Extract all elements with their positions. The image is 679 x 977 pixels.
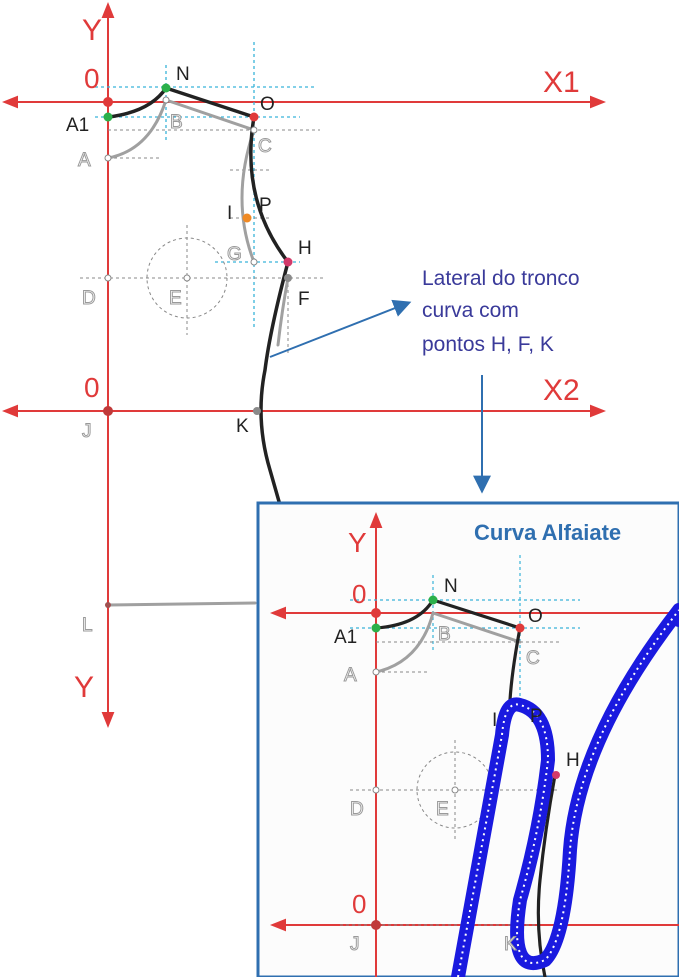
point-label-a1: A1	[66, 115, 89, 136]
inset-panel: Curva Alfaiate Y 0 0 N O A1 B A C I P H …	[256, 501, 679, 977]
callout-line-2: curva com	[422, 299, 519, 322]
callout-line-3: pontos H, F, K	[422, 333, 554, 356]
callout-line-1: Lateral do tronco	[422, 267, 580, 290]
tailor-curve-ruler	[451, 603, 679, 977]
inset-point-label-a: A	[344, 665, 357, 686]
inset-point-label-b: B	[438, 624, 451, 645]
point-markers	[103, 83, 293, 608]
x2-axis-label: X2	[543, 374, 580, 407]
point-label-b: B	[170, 112, 183, 133]
inset-point-label-d: D	[350, 799, 364, 820]
point-label-j: J	[82, 421, 92, 442]
inset-title: Curva Alfaiate	[474, 520, 621, 545]
inset-point-label-a1: A1	[334, 627, 357, 648]
point-label-p: P	[259, 195, 272, 216]
inset-point-label-n: N	[444, 576, 458, 597]
grey-guides	[80, 129, 325, 355]
inset-point-label-c: C	[526, 648, 540, 669]
inset-origin-1-label: 0	[352, 579, 366, 609]
pattern-curve	[106, 86, 290, 507]
inset-point-label-j: J	[350, 934, 360, 955]
point-label-l: L	[82, 615, 93, 636]
inset-point-label-i: I	[492, 710, 497, 731]
point-label-n: N	[176, 64, 190, 85]
inset-origin-2-label: 0	[352, 889, 366, 919]
y-axis-top-label: Y	[82, 14, 102, 47]
point-label-i: I	[227, 203, 232, 224]
point-label-e: E	[169, 288, 182, 309]
inset-y-axis-label: Y	[348, 527, 367, 558]
callout-arrow-to-curve	[269, 299, 412, 358]
inset-point-label-e: E	[436, 799, 449, 820]
inset-point-label-h: H	[566, 750, 580, 771]
origin-2-label: 0	[84, 372, 100, 403]
inset-point-label-p: P	[530, 706, 543, 727]
point-label-d: D	[82, 288, 96, 309]
point-label-k: K	[236, 416, 249, 437]
point-label-f: F	[298, 289, 310, 310]
inset-point-label-k: K	[504, 934, 517, 955]
point-label-g: G	[227, 244, 242, 265]
point-label-o: O	[260, 94, 275, 115]
x1-axis-label: X1	[543, 66, 580, 99]
y-axis-bottom-label: Y	[74, 671, 94, 704]
point-label-c: C	[258, 136, 272, 157]
origin-1-label: 0	[84, 63, 100, 94]
inset-point-label-o: O	[528, 606, 543, 627]
point-label-a: A	[78, 150, 91, 171]
point-label-h: H	[298, 238, 312, 259]
